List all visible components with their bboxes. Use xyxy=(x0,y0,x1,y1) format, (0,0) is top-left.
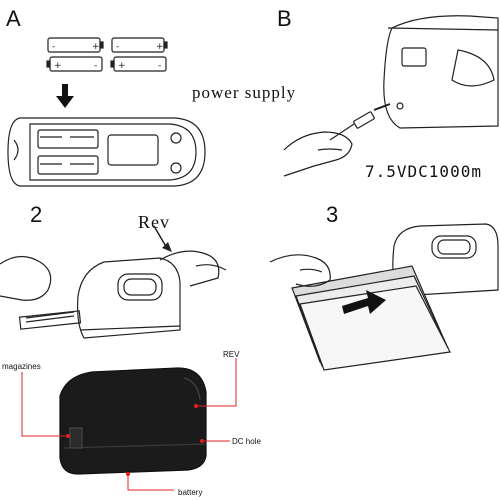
svg-text:+: + xyxy=(92,42,100,52)
staple-strip-icon xyxy=(20,311,81,329)
battery-compartment-illustration xyxy=(8,118,205,186)
hand-illustration xyxy=(270,255,330,286)
paper-stack-illustration xyxy=(292,266,450,370)
stapler-rev-illustration xyxy=(78,258,180,338)
svg-text:-: - xyxy=(52,42,55,52)
battery-icon: - + xyxy=(112,38,167,52)
svg-text:-: - xyxy=(116,42,119,52)
battery-icon: + - xyxy=(111,57,166,71)
stapler-product-photo xyxy=(60,368,206,474)
battery-icon: + - xyxy=(47,57,102,71)
arrow-down-icon xyxy=(154,226,172,252)
arrow-down-icon xyxy=(56,84,74,108)
svg-text:-: - xyxy=(158,61,161,71)
stapler-side-illustration xyxy=(384,16,498,128)
hand-illustration xyxy=(0,251,226,300)
svg-text:+: + xyxy=(54,61,62,71)
dc-plug-icon xyxy=(330,104,390,140)
battery-icon: - + xyxy=(48,38,103,52)
svg-text:+: + xyxy=(118,61,126,71)
svg-text:-: - xyxy=(94,61,97,71)
svg-text:+: + xyxy=(156,42,164,52)
hand-illustration xyxy=(284,132,352,176)
